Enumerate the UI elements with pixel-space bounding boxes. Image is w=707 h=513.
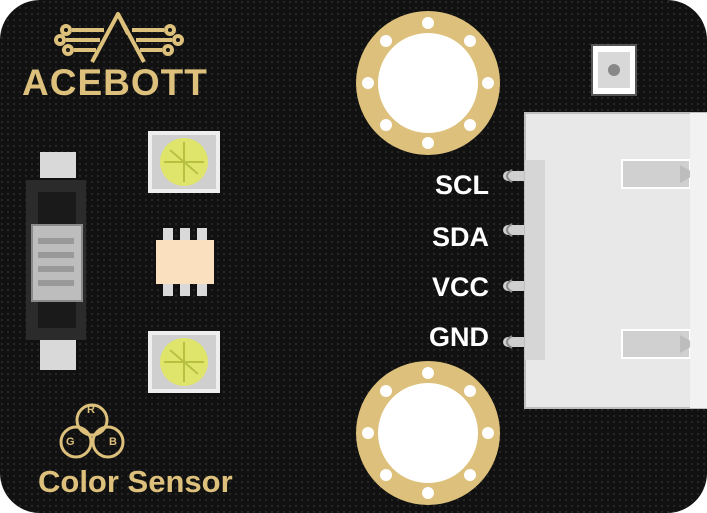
product-name: Color Sensor bbox=[38, 464, 233, 499]
rgb-letter-r: R bbox=[87, 404, 95, 416]
rgb-letter-g: G bbox=[66, 436, 75, 448]
pin-header-connector bbox=[524, 112, 707, 409]
pin-label-vcc: VCC bbox=[431, 272, 489, 302]
led-bottom bbox=[148, 331, 220, 393]
pin-label-sda: SDA bbox=[431, 222, 489, 252]
mounting-hole-bottom bbox=[356, 361, 500, 505]
rgb-circles-icon bbox=[59, 403, 125, 459]
sensor-ic bbox=[156, 228, 214, 296]
acebott-logo-icon bbox=[54, 12, 184, 63]
pin-label-gnd: GND bbox=[429, 322, 489, 352]
brand-name: ACEBOTT bbox=[22, 62, 208, 103]
slide-switch bbox=[26, 152, 86, 370]
rgb-letter-b: B bbox=[109, 436, 117, 448]
pin-label-scl: SCL bbox=[435, 170, 489, 200]
test-pad bbox=[591, 44, 637, 96]
led-top bbox=[148, 131, 220, 193]
mounting-hole-top bbox=[356, 11, 500, 155]
